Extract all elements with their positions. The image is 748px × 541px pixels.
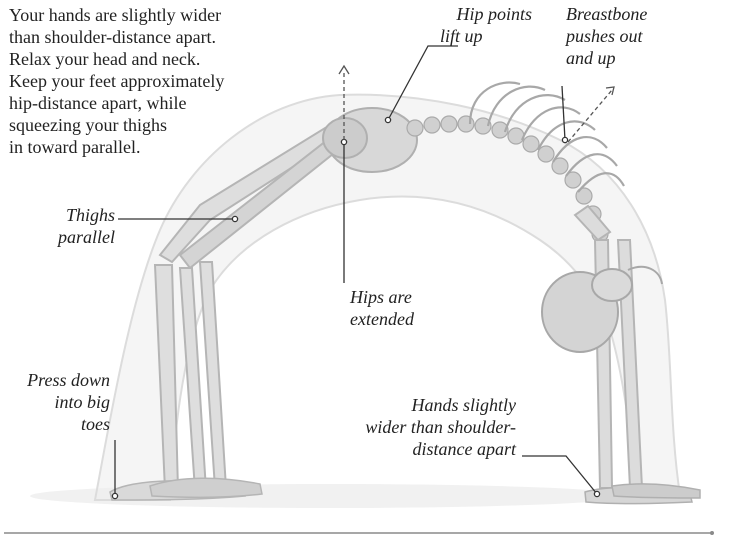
- intro-line: squeezing your thighs: [9, 114, 309, 136]
- arrow-heads: [339, 66, 614, 95]
- intro-line: Your hands are slightly wider: [9, 4, 309, 26]
- intro-line: Relax your head and neck.: [9, 48, 309, 70]
- leader-breastbone: [562, 86, 565, 140]
- intro-line: in toward parallel.: [9, 136, 309, 158]
- callout-hands: Hands slightly wider than shoulder- dist…: [330, 394, 516, 460]
- intro-line: than shoulder-distance apart.: [9, 26, 309, 48]
- baseline-end-dot: [710, 531, 714, 535]
- callout-toes: Press down into big toes: [6, 369, 110, 435]
- arrow-breastbone: [568, 90, 612, 142]
- callout-breastbone: Breastbone pushes out and up: [566, 3, 647, 69]
- intro-line: hip-distance apart, while: [9, 92, 309, 114]
- callout-thighs: Thighs parallel: [20, 204, 115, 248]
- intro-line: Keep your feet approximately: [9, 70, 309, 92]
- callout-hips: Hips are extended: [350, 286, 414, 330]
- intro-paragraph: Your hands are slightly wider than shoul…: [9, 4, 309, 158]
- callout-hip-points: Hip points lift up: [440, 3, 532, 47]
